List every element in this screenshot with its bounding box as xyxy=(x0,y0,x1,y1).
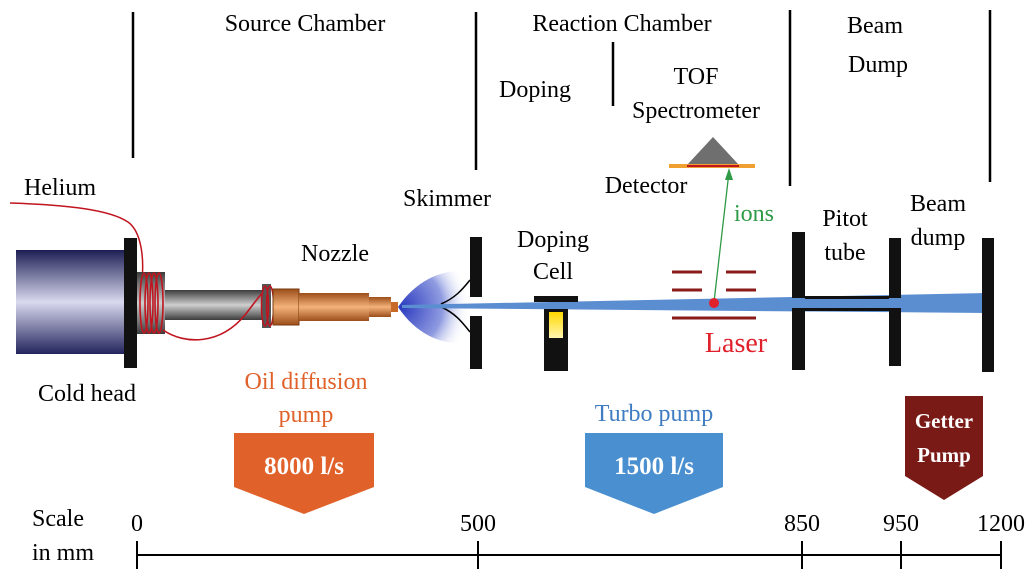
oil-pump-speed: 8000 l/s xyxy=(264,453,344,480)
label-helium: Helium xyxy=(24,175,96,201)
doping-cell-sample xyxy=(549,312,563,338)
label-ions: ions xyxy=(734,201,774,227)
pitot-plate-right-bottom xyxy=(889,308,901,366)
cold-head-shaft xyxy=(165,290,263,320)
cooling-coil xyxy=(139,272,269,341)
nozzle-clamp xyxy=(272,288,300,326)
cold-head-body xyxy=(16,250,126,354)
pitot-tube-upper-wall xyxy=(805,296,889,299)
getter-pump-label-2: Pump xyxy=(917,443,971,467)
label-skimmer: Skimmer xyxy=(403,186,491,212)
beam-dump-plate xyxy=(982,238,994,372)
pitot-plate-right-top xyxy=(889,238,901,298)
doping-cell-lid xyxy=(534,296,578,302)
scale-tick-label-950: 950 xyxy=(883,511,919,537)
scale-label-2: in mm xyxy=(32,540,94,566)
section-beam-dump-1: Beam xyxy=(847,13,903,39)
pitot-plate-bottom xyxy=(792,308,805,370)
scale-label-1: Scale xyxy=(32,506,84,532)
skimmer-cone-bottom xyxy=(440,306,471,333)
nozzle-body xyxy=(299,293,369,321)
skimmer-plate-top xyxy=(470,237,482,297)
turbo-pump-arrow xyxy=(585,433,723,514)
label-pitot-2: tube xyxy=(824,240,865,266)
scale-tick-label-1200: 1200 xyxy=(977,511,1025,537)
getter-pump-label-1: Getter xyxy=(915,409,973,433)
pitot-plate-top xyxy=(792,232,805,298)
getter-pump-arrow xyxy=(905,396,983,500)
label-nozzle: Nozzle xyxy=(301,241,369,267)
section-doping: Doping xyxy=(499,77,571,103)
detector-cone xyxy=(687,137,739,165)
section-beam-dump-2: Dump xyxy=(848,52,908,78)
oil-pump-arrow xyxy=(234,433,374,514)
turbo-pump-speed: 1500 l/s xyxy=(614,453,694,480)
section-tof-1: TOF xyxy=(674,64,719,90)
scale-tick-label-0: 0 xyxy=(131,511,143,537)
skimmer-plate-bottom xyxy=(470,316,482,369)
section-reaction-chamber: Reaction Chamber xyxy=(532,11,711,37)
scale-tick-label-500: 500 xyxy=(460,511,496,537)
label-turbo-pump: Turbo pump xyxy=(595,401,713,427)
nozzle-tip xyxy=(369,297,391,317)
ion-trajectory xyxy=(713,171,730,303)
section-source-chamber: Source Chamber xyxy=(225,11,386,37)
helium-gas-line xyxy=(9,202,144,281)
label-pitot-1: Pitot xyxy=(822,206,868,232)
scale-tick-label-850: 850 xyxy=(784,511,820,537)
pitot-tube-lower-wall xyxy=(805,308,889,311)
label-doping-cell-1: Doping xyxy=(517,227,589,253)
label-cold-head: Cold head xyxy=(38,381,136,407)
scale-ticks xyxy=(136,541,1002,569)
label-doping-cell-2: Cell xyxy=(533,259,573,285)
nozzle-orifice xyxy=(391,302,398,312)
ion-arrow-head xyxy=(725,168,733,180)
label-detector: Detector xyxy=(605,173,688,199)
skimmer-cone-top xyxy=(440,279,471,305)
label-oil-pump-1: Oil diffusion xyxy=(245,369,368,395)
tof-electrodes xyxy=(672,270,756,320)
label-oil-pump-2: pump xyxy=(279,402,334,428)
laser-focus-dot xyxy=(709,298,719,308)
cold-head-flange xyxy=(124,238,137,368)
section-tof-2: Spectrometer xyxy=(632,98,760,124)
label-beam-dump-1: Beam xyxy=(910,191,966,217)
label-laser: Laser xyxy=(705,328,768,359)
label-beam-dump-2: dump xyxy=(911,225,966,251)
